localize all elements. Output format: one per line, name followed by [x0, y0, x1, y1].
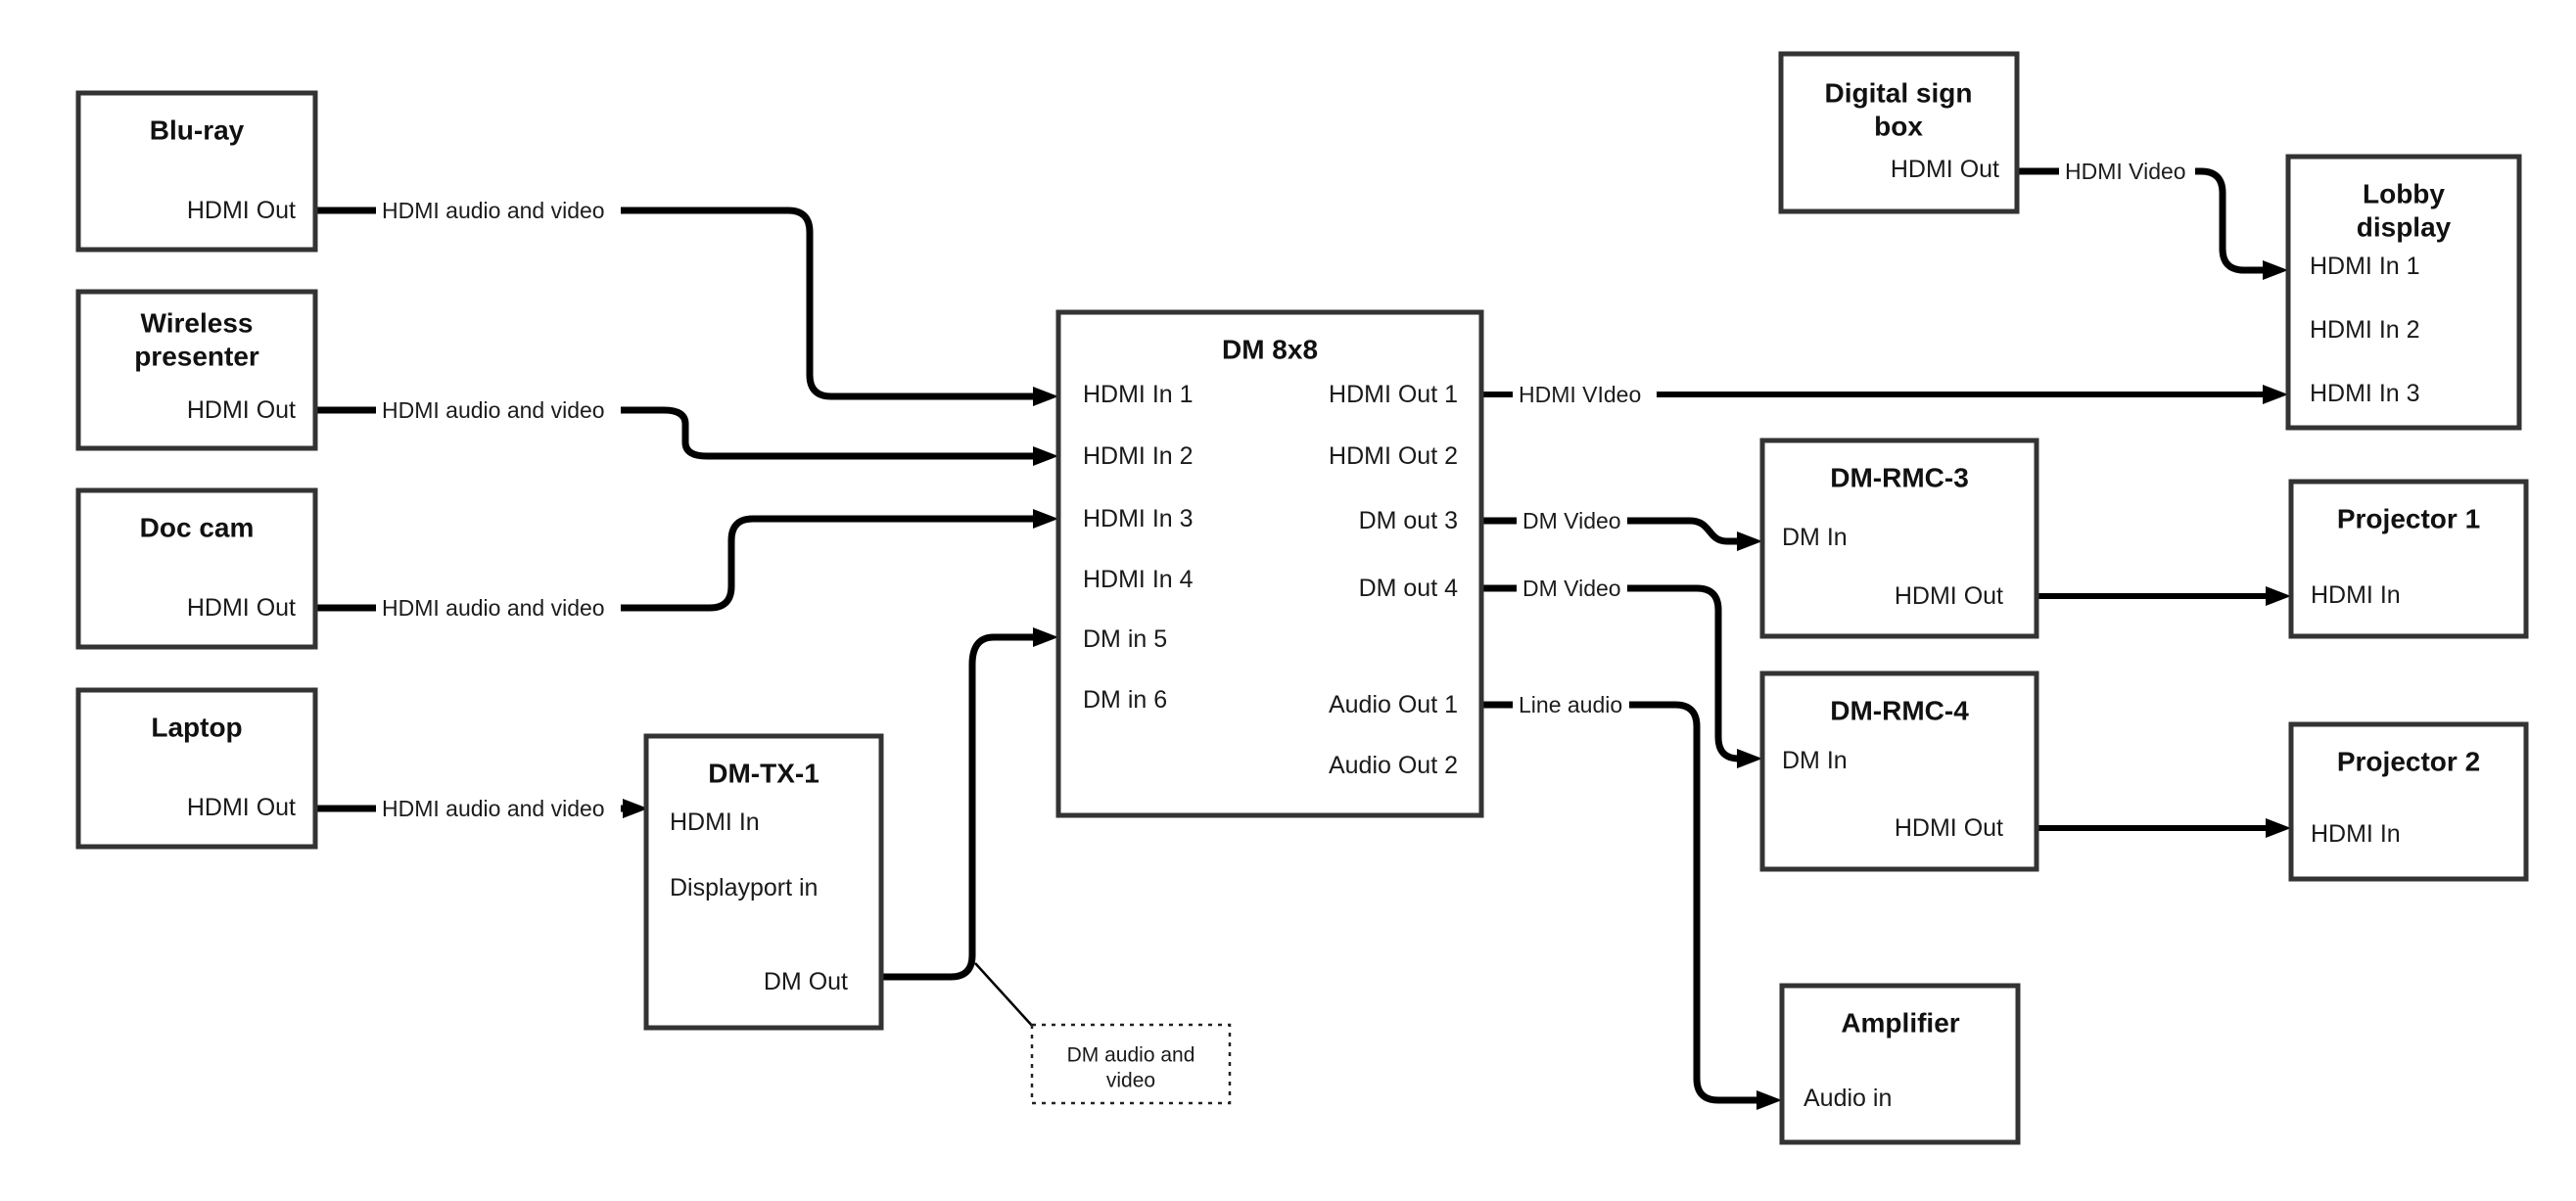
port-projector2-hdmi-in: HDMI In: [2311, 820, 2401, 848]
port-wireless-hdmi-out: HDMI Out: [187, 396, 296, 424]
cable-label-hdmi-video-out1: HDMI VIdeo: [1519, 382, 1641, 407]
node-box-dm8x8: [1055, 309, 1484, 818]
cable-wireless-to-dm8x8-in2: [621, 406, 1058, 466]
note-text-line2: video: [1106, 1070, 1155, 1092]
cable-dmtx1-to-dm8x8-in5: [881, 627, 1058, 981]
cable-dm8x8-audio1-to-amplifier: [1629, 701, 1782, 1110]
node-title-digital-sign-line2: box: [1874, 112, 1923, 142]
port-dmrmc3-dm-in: DM In: [1782, 524, 1848, 551]
port-dm8x8-hdmi-out-2: HDMI Out 2: [1329, 442, 1458, 470]
node-title-doccam: Doc cam: [140, 513, 255, 543]
note-box-dm-audio-video: [1030, 1023, 1232, 1105]
port-lobby-hdmi-in-3: HDMI In 3: [2310, 380, 2420, 407]
node-box-projector1: [2288, 479, 2529, 639]
port-projector1-hdmi-in: HDMI In: [2311, 581, 2401, 609]
node-title-projector2: Projector 2: [2337, 747, 2480, 777]
node-box-lobby-display: [2285, 154, 2522, 431]
cable-dm8x8-out3-to-dmrmc3: [1627, 517, 1762, 551]
port-dm8x8-hdmi-in-3: HDMI In 3: [1083, 505, 1194, 532]
port-dmtx1-hdmi-in: HDMI In: [670, 808, 760, 836]
port-dm8x8-hdmi-out-1: HDMI Out 1: [1329, 381, 1458, 408]
cable-label-wireless-av: HDMI audio and video: [382, 397, 605, 423]
node-title-wireless-line1: Wireless: [141, 308, 254, 339]
node-box-dmrmc4: [1759, 670, 2039, 872]
node-title-laptop: Laptop: [151, 713, 242, 743]
port-dm8x8-audio-out-2: Audio Out 2: [1329, 752, 1458, 779]
port-dm8x8-dm-out-3: DM out 3: [1359, 507, 1458, 534]
port-dm8x8-audio-out-1: Audio Out 1: [1329, 691, 1458, 718]
node-title-dmrmc3: DM-RMC-3: [1830, 463, 1969, 493]
cable-label-dm-video-out3: DM Video: [1522, 508, 1621, 533]
port-dm8x8-dm-in-5: DM in 5: [1083, 625, 1167, 653]
node-box-digital-sign: [1778, 51, 2020, 214]
port-lobby-hdmi-in-2: HDMI In 2: [2310, 316, 2420, 344]
node-title-projector1: Projector 1: [2337, 504, 2480, 534]
node-title-dmtx1: DM-TX-1: [708, 759, 820, 789]
port-dm8x8-hdmi-in-4: HDMI In 4: [1083, 566, 1194, 593]
cable-label-bluray-av: HDMI audio and video: [382, 198, 605, 223]
cable-bluray-to-dm8x8-in1: [621, 207, 1058, 406]
port-bluray-hdmi-out: HDMI Out: [187, 197, 296, 224]
node-title-lobby-line1: Lobby: [2363, 179, 2445, 209]
cable-label-line-audio: Line audio: [1519, 692, 1622, 717]
note-text-line1: DM audio and: [1067, 1044, 1195, 1067]
cable-dm8x8-out4-to-dmrmc4: [1627, 584, 1762, 768]
node-title-bluray: Blu-ray: [150, 115, 245, 146]
node-title-lobby-line2: display: [2357, 212, 2452, 243]
node-box-bluray: [75, 90, 318, 253]
port-dm8x8-hdmi-in-1: HDMI In 1: [1083, 381, 1194, 408]
port-dm8x8-hdmi-in-2: HDMI In 2: [1083, 442, 1194, 470]
port-dm8x8-dm-out-4: DM out 4: [1359, 575, 1459, 602]
port-laptop-hdmi-out: HDMI Out: [187, 794, 296, 821]
port-dm8x8-dm-in-6: DM in 6: [1083, 686, 1167, 714]
port-digital-sign-hdmi-out: HDMI Out: [1891, 156, 1999, 183]
port-lobby-hdmi-in-1: HDMI In 1: [2310, 253, 2420, 280]
note-leader-line: [974, 962, 1035, 1029]
cable-label-sign-hdmi-video: HDMI Video: [2065, 159, 2186, 184]
cable-sign-to-lobby-in1: [2195, 167, 2288, 280]
node-box-dmrmc3: [1759, 438, 2039, 639]
node-title-amplifier: Amplifier: [1841, 1008, 1959, 1039]
node-title-wireless-line2: presenter: [134, 342, 259, 372]
node-box-projector2: [2288, 721, 2529, 882]
node-box-laptop: [75, 687, 318, 850]
port-doccam-hdmi-out: HDMI Out: [187, 594, 296, 622]
node-box-amplifier: [1779, 983, 2021, 1145]
port-amplifier-audio-in: Audio in: [1803, 1085, 1892, 1112]
cable-doccam-to-dm8x8-in3: [621, 509, 1058, 612]
cable-label-dm-video-out4: DM Video: [1522, 576, 1621, 601]
port-dmrmc3-hdmi-out: HDMI Out: [1895, 582, 2003, 610]
port-dmrmc4-dm-in: DM In: [1782, 747, 1848, 774]
node-title-dm8x8: DM 8x8: [1222, 335, 1318, 365]
node-title-dmrmc4: DM-RMC-4: [1830, 696, 1969, 726]
cable-label-doccam-av: HDMI audio and video: [382, 595, 605, 621]
node-box-doccam: [75, 487, 318, 650]
node-box-wireless-presenter: [75, 289, 318, 451]
node-box-dmtx1: [643, 733, 884, 1031]
port-dmtx1-displayport-in: Displayport in: [670, 874, 818, 901]
port-dmtx1-dm-out: DM Out: [764, 968, 848, 995]
cable-label-laptop-av: HDMI audio and video: [382, 796, 605, 821]
port-dmrmc4-hdmi-out: HDMI Out: [1895, 814, 2003, 842]
node-title-digital-sign-line1: Digital sign: [1825, 78, 1973, 109]
